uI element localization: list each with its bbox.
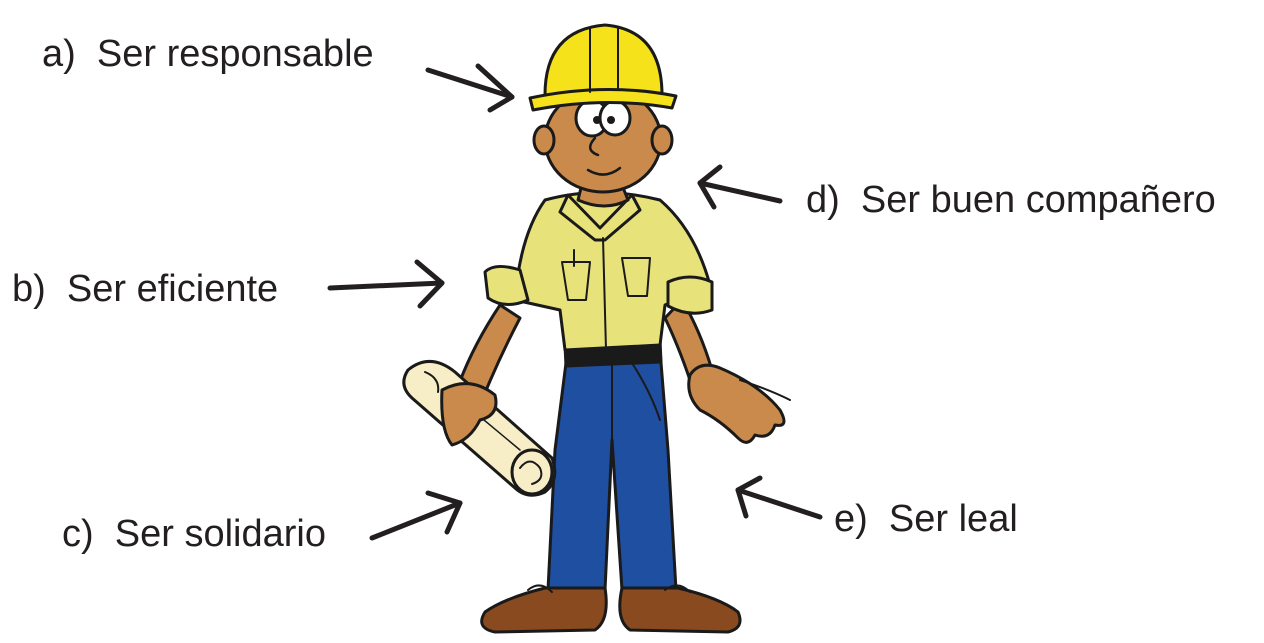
label-c-letter: c) [62,513,94,555]
label-e-text: Ser leal [889,498,1018,540]
right-arm [665,300,790,442]
helmet [530,25,676,110]
label-d-text: Ser buen compañero [861,179,1216,221]
arrow-c [372,493,460,538]
arrow-e [738,478,820,517]
label-b-text: Ser eficiente [67,268,278,310]
label-d: d) Ser buen compañero [806,181,1216,219]
label-b-letter: b) [12,268,46,310]
shoes [482,585,740,632]
label-c: c) Ser solidario [62,515,326,553]
pants [548,350,676,590]
label-e: e) Ser leal [834,500,1018,538]
arrow-b [330,262,442,306]
label-e-letter: e) [834,498,868,540]
arrow-a [428,66,512,110]
label-d-letter: d) [806,179,840,221]
label-a: a) Ser responsable [42,35,374,73]
label-c-text: Ser solidario [115,513,326,555]
arrow-d [700,167,780,207]
label-a-text: Ser responsable [97,33,374,75]
label-a-letter: a) [42,33,76,75]
label-b: b) Ser eficiente [12,270,278,308]
